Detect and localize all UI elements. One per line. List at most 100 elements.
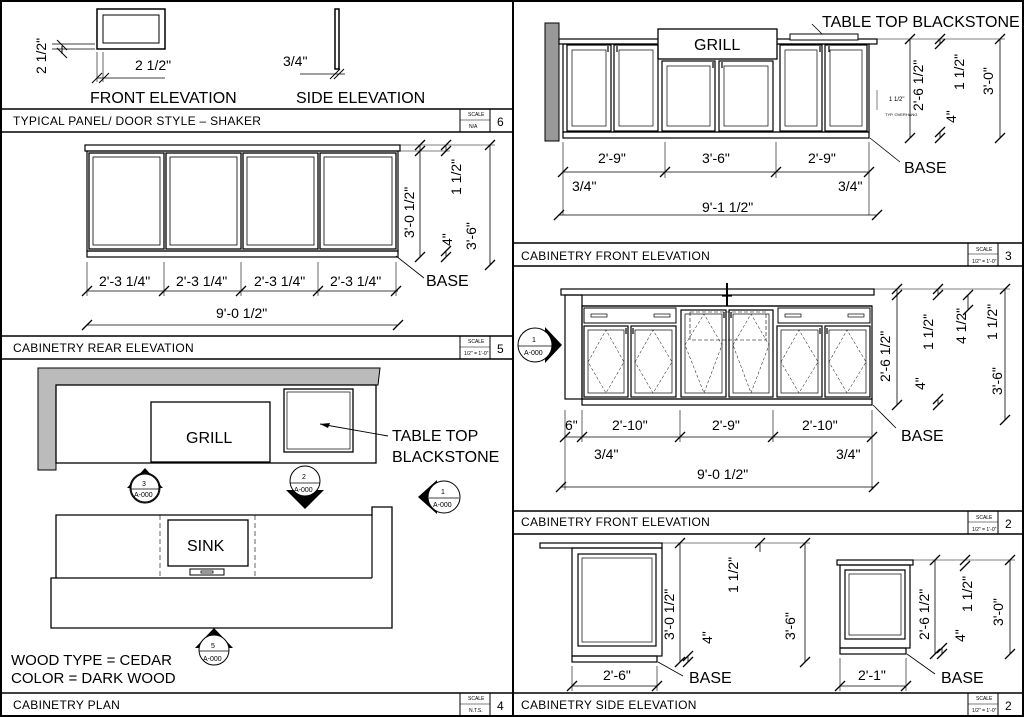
p2a-end-right: 3/4" [836,446,860,462]
rear-panel-3 [242,152,319,250]
panel4-scale-label: SCALE [468,696,485,702]
p2b-left-countertop [539,542,663,549]
p2a-base-label: BASE [901,428,944,445]
p3-end-right: 3/4" [838,178,862,194]
p3-grill [657,28,778,60]
p2a-v4: 1 1/2" [984,304,1000,340]
panel5-title: CABINETRY REAR ELEVATION [13,341,194,355]
panel6-front-label: FRONT ELEVATION [90,90,237,107]
p2a-v5: 4" [912,377,928,390]
panel-6-door-style: 2 1/2" 2 1/2" FRONT ELEVATION 3/4" SIDE … [1,8,513,133]
plan-color-note: COLOR = DARK WOOD [11,670,176,687]
panel2a-title: CABINETRY FRONT ELEVATION [521,515,710,529]
p2a-countertop [560,288,875,296]
panel5-base-label: BASE [426,273,469,290]
p2b-right-v3: 4" [952,629,968,642]
panel5-scale-value: 1/2" = 1'-0" [464,351,489,357]
panel6-number: 6 [497,115,504,129]
panel5-seg-dim-3: 2'-3 1/4" [254,273,305,289]
door-panel-front [96,8,166,50]
plan-grill [150,401,271,463]
plan-wood-note: WOOD TYPE = CEDAR [11,652,172,669]
p3-seg-dim-1: 2'-9" [598,150,626,166]
p3-blackstone-label: TABLE TOP BLACKSTONE [822,14,1020,31]
p3-base [562,131,870,139]
p3-grill-label: GRILL [694,37,740,54]
rear-panel-4 [319,152,397,250]
p2b-left-width: 2'-6" [603,667,631,683]
panel2b-number: 2 [1005,699,1012,713]
panel2b-title: CABINETRY SIDE ELEVATION [521,698,697,712]
panel-5-rear-elevation: 2'-3 1/4" 2'-3 1/4" 2'-3 1/4" 2'-3 1/4" … [1,139,513,360]
plan-blackstone [283,388,354,453]
plan-grill-label: GRILL [186,430,232,447]
plan-marker-2[interactable]: 2 A-000 [286,465,324,509]
panel6-dim-side: 3/4" [283,53,307,69]
plan-marker-2-num: 2 [302,474,306,481]
p3-seg-dim-2: 3'-6" [702,150,730,166]
panel6-side-label: SIDE ELEVATION [296,90,425,107]
plan-blackstone-label-1: TABLE TOP [392,428,478,445]
panel-3-front-elevation: GRILL TABLE TOP BLACKSTONE 2'-9" 3'-6" 2… [513,14,1023,267]
p3-v3: 3'-0" [980,67,996,95]
panel-2-side-elevation: 2'-6" 3'-0 1/2" 1 1/2" 4" 3'-6" BASE 2'-… [513,537,1023,716]
p2a-v6: 3'-6" [989,367,1005,395]
p3-blackstone [789,33,859,41]
panel5-number: 5 [497,342,504,356]
plan-marker-5-ref: A-000 [203,656,222,663]
rear-panel-1 [88,152,165,250]
plan-marker-5[interactable]: 5 A-000 [195,628,233,666]
plan-island-outline [50,506,393,629]
p3-base-label: BASE [904,160,947,177]
p3-overall-dim: 9'-1 1/2" [702,199,753,215]
p2b-left-v4: 3'-6" [782,612,798,640]
plan-blackstone-label-2: BLACKSTONE [392,449,499,466]
p2a-v3: 4 1/2" [953,308,969,344]
p2a-cabinet-body [581,305,873,400]
plan-marker-1[interactable]: 1 A-000 [418,480,461,514]
p3-v1: 2'-6 1/2" [910,60,926,111]
p2b-left-cabinet [571,547,663,657]
panel5-v2: 1 1/2" [448,159,464,195]
p2b-right-v4: 3'-0" [990,598,1006,626]
p2a-base [581,398,873,406]
panel-2-front-elevation: 1 A-000 [513,283,1023,535]
panel5-v4: 3'-6" [463,222,479,250]
panel5-seg-dim-1: 2'-3 1/4" [99,273,150,289]
p2a-marker-1[interactable]: 1 A-000 [517,327,562,363]
plan-sink-label: SINK [187,538,225,555]
panel3-title: CABINETRY FRONT ELEVATION [521,249,710,263]
panel6-dim-width: 2 1/2" [135,57,171,73]
panel6-dim-height: 2 1/2" [33,38,49,74]
panel5-v3: 4" [439,233,455,246]
p2b-right-cabinet [839,564,911,649]
p2a-overall-dim: 9'-0 1/2" [697,466,748,482]
panel3-number: 3 [1005,249,1012,263]
p2b-right-countertop [836,559,914,566]
p2a-side-panel [564,294,583,400]
plan-marker-3-num: 3 [142,481,146,488]
panel4-number: 4 [497,699,504,713]
panel5-v1: 3'-0 1/2" [401,187,417,238]
p3-overhang-dim: 1 1/2" [889,97,904,103]
p2a-end-left: 3/4" [594,446,618,462]
p3-overhang-note: TYP. OVERHANG [885,112,917,117]
panel5-scale-label: SCALE [468,339,485,345]
panel5-overall-dim: 9'-0 1/2" [216,305,267,321]
plan-marker-1-num: 1 [441,489,445,496]
p3-v2: 1 1/2" [951,54,967,90]
door-panel-inset [102,14,160,44]
panel2a-scale-label: SCALE [976,515,993,521]
plan-marker-1-ref: A-000 [433,502,452,509]
panel4-scale-value: N.T.S. [469,708,483,714]
plan-marker-3-ref: A-000 [134,492,153,499]
p2b-left-base: BASE [689,670,732,687]
plan-marker-3[interactable]: 3 A-000 [127,468,163,504]
p3-v4: 4" [943,110,959,123]
p2a-seg-dim-3: 2'-10" [802,417,838,433]
p3-seg-dim-3: 2'-9" [808,150,836,166]
plan-marker-5-num: 5 [211,643,215,650]
p2b-right-v2: 1 1/2" [959,576,975,612]
p2a-v1: 2'-6 1/2" [877,331,893,382]
